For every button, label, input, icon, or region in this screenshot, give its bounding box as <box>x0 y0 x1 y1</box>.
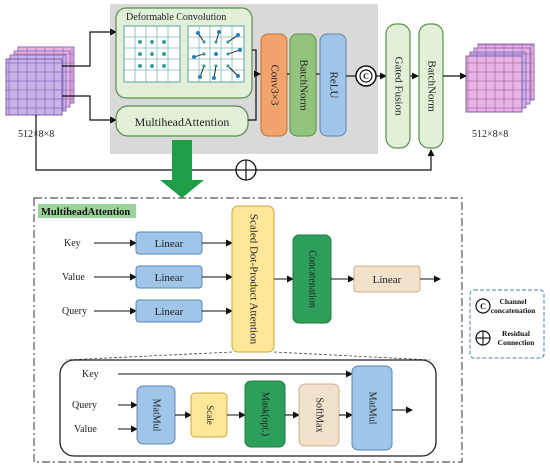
batchnorm-out-label: BatchNorm <box>425 60 437 112</box>
concat-inner-ring <box>359 69 373 83</box>
zoom-line-left <box>65 351 233 361</box>
deformed-grid <box>187 25 245 83</box>
relu-block <box>319 33 347 137</box>
concatenation-label: Concatenation <box>307 250 318 308</box>
mha-value-label: Value <box>62 272 85 283</box>
legend-channel-line1: Channel <box>499 297 526 306</box>
mask-label: Mask(opt.) <box>260 392 271 436</box>
arrow-to-deformable <box>62 28 117 67</box>
batchnorm-label: BatchNorm <box>297 59 309 111</box>
output-tensor <box>465 43 535 113</box>
residual-line-right <box>256 149 435 171</box>
sdpa-key-label: Key <box>82 369 99 380</box>
deformable-out-line <box>252 49 257 74</box>
mha-top-box <box>115 105 249 137</box>
arrow-to-mha <box>62 95 117 124</box>
mha-query-label: Query <box>62 306 87 317</box>
gated-fusion-block <box>385 23 411 149</box>
linear-key-label: Linear <box>155 238 184 250</box>
matmul2-label: MatMul <box>367 392 378 425</box>
residual-line-left <box>35 115 236 171</box>
linear-value-label: Linear <box>155 272 184 284</box>
zoom-line-right <box>273 351 431 361</box>
mha-detail-frame <box>33 197 463 463</box>
sdpa-value-label: Value <box>74 424 97 435</box>
gated-fusion-label: Gated Fusion <box>392 57 404 116</box>
legend-concat-icon <box>475 298 491 314</box>
legend-channel-line2: concatenation <box>491 306 536 315</box>
linear-out-label: Linear <box>373 274 402 286</box>
relu-label: ReLU <box>327 72 339 99</box>
scale-label: Scale <box>205 405 215 425</box>
mha-out-line <box>248 70 261 121</box>
input-tensor <box>5 46 75 116</box>
legend-concat-symbol: C <box>480 302 486 311</box>
sdpa-label: Scaled Dot-Product Attention <box>247 214 259 345</box>
conv-label: Conv3×3 <box>268 64 280 106</box>
mha-key-label: Key <box>64 238 81 249</box>
matmul1-label: MatMul <box>151 399 162 432</box>
mha-detail-title: MultiheadAttention <box>41 207 130 218</box>
batchnorm-out-block <box>418 23 444 149</box>
legend-residual-line2: Connection <box>498 338 535 347</box>
batchnorm-block <box>289 33 317 137</box>
softmax-label: SoftMax <box>314 398 325 433</box>
output-dim-label: 512×8×8 <box>472 129 508 140</box>
expand-arrow-icon <box>160 140 204 198</box>
concat-symbol: C <box>363 72 369 81</box>
mha-detail-title-bg <box>38 204 136 218</box>
deformable-conv-title: Deformable Convolution <box>126 12 226 23</box>
linear-query-label: Linear <box>155 306 184 318</box>
legend-residual-line1: Residual <box>502 329 530 338</box>
mha-top-label: MultiheadAttention <box>135 115 230 129</box>
mask-block <box>244 380 286 448</box>
regular-grid <box>123 25 181 83</box>
matmul2-block <box>351 365 393 451</box>
conv-block <box>260 33 288 137</box>
sdpa-query-label: Query <box>72 400 97 411</box>
